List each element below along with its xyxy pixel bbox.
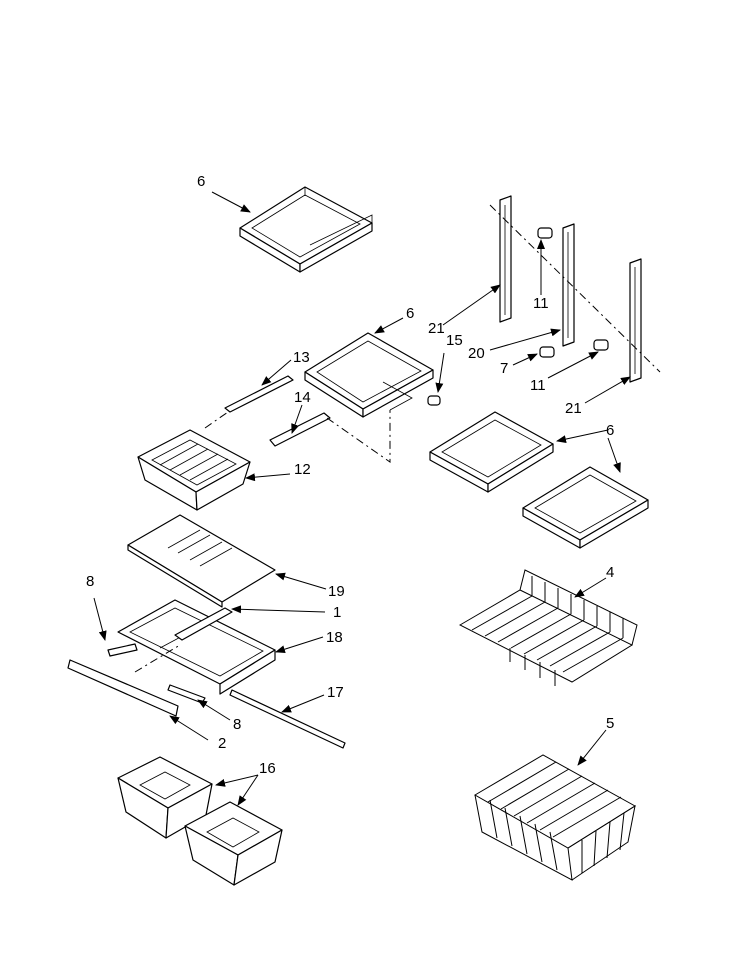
shelf-6-right-a [429,411,554,493]
rail-21-left [499,195,512,323]
slide-8-left [107,643,138,657]
callout-20: 20 [468,345,485,362]
leader-lines [93,191,631,806]
callout-11-bottom: 11 [530,377,546,394]
rod-17 [229,689,346,749]
callout-13: 13 [293,349,310,366]
shelf-6-top [239,186,373,273]
callout-6-right: 6 [606,422,614,439]
callout-14: 14 [294,389,311,406]
callout-2: 2 [218,735,226,752]
screw-11-top [537,227,553,239]
crisper-16-right [184,801,283,886]
callout-21-right: 21 [565,400,582,417]
callout-12: 12 [294,461,311,478]
basket-5 [474,754,636,881]
callout-18: 18 [326,629,343,646]
callout-1: 1 [333,604,341,621]
slide-8-right [167,684,206,704]
slide-14 [269,412,331,447]
callout-15: 15 [446,332,463,349]
callout-labels: 6 6 6 11 11 21 21 15 20 7 13 14 12 19 1 … [86,173,614,777]
crisper-16-left [117,756,213,839]
wire-shelf-4 [458,569,638,686]
rail-20 [562,223,575,347]
callout-7: 7 [500,360,508,377]
trim-2 [67,659,179,717]
screw-15 [427,395,441,406]
frame-18 [117,599,276,695]
callout-6-top: 6 [197,173,205,190]
callout-6-middle: 6 [406,305,414,322]
glass-shelf-19 [127,514,276,608]
shelf-6-right-b [522,466,649,549]
callout-17: 17 [327,684,344,701]
callout-8-right: 8 [233,716,241,733]
callout-8-left: 8 [86,573,94,590]
screw-7 [539,346,555,358]
callout-21-left: 21 [428,320,445,337]
pan-12 [137,429,251,511]
callout-11-top: 11 [533,295,549,312]
callout-16: 16 [259,760,276,777]
shelf-6-middle [304,332,434,418]
screw-11-bottom [593,339,609,351]
callout-4: 4 [606,564,614,581]
slide-13 [224,375,294,413]
callout-19: 19 [328,583,345,600]
rail-21-right [629,258,642,383]
callout-5: 5 [606,715,614,732]
